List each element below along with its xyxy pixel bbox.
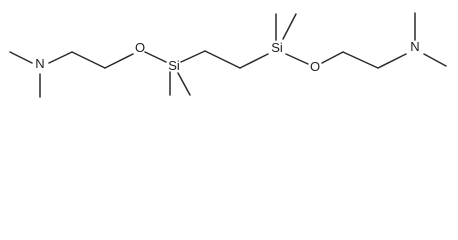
atom-label-o-left: O xyxy=(135,40,145,55)
bond-c2-n-right xyxy=(377,53,407,69)
bond-c1-c2-right xyxy=(342,51,379,69)
bond-layer xyxy=(9,12,447,98)
atom-label-layer: N O Si Si O N xyxy=(35,39,419,74)
bond-si-left-methyl-right xyxy=(177,72,191,96)
bond-o-left-si-left xyxy=(144,51,167,63)
bond-bridge-si-right xyxy=(239,53,269,69)
bond-n-left-c1 xyxy=(48,51,73,64)
bond-c1-c2-left xyxy=(71,51,106,69)
bond-si-right-methyl-upright xyxy=(282,13,297,40)
bond-c2-o-left xyxy=(104,53,134,69)
bond-bridge-center xyxy=(204,50,241,69)
atom-label-si-left: Si xyxy=(168,58,180,73)
bond-si-left-bridge xyxy=(180,50,206,63)
atom-label-si-right: Si xyxy=(271,40,283,55)
atom-label-o-right: O xyxy=(310,59,320,74)
bond-n-right-methyl-right xyxy=(423,53,447,67)
bond-o-right-c1 xyxy=(321,51,344,64)
atom-label-n-left: N xyxy=(35,56,44,71)
bond-si-right-o-right xyxy=(285,53,309,65)
atom-label-n-right: N xyxy=(410,39,419,54)
structure-diagram: N O Si Si O N xyxy=(9,12,447,98)
bond-n-left-methyl-top xyxy=(9,51,33,64)
